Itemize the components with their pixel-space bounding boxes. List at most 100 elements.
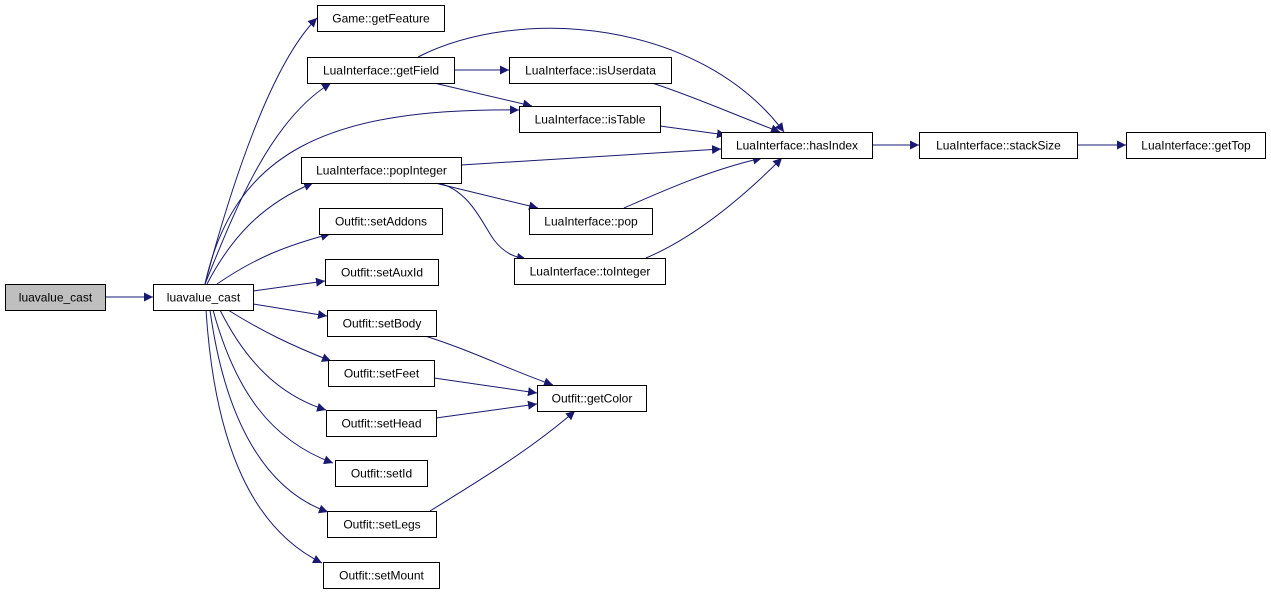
edge-arrow — [424, 335, 554, 387]
edge-popInteger-to-pop — [434, 182, 539, 211]
node-box — [301, 157, 462, 184]
node-label: Outfit::setMount — [339, 569, 424, 583]
edge-arrow — [219, 309, 327, 412]
edge-arrow — [645, 157, 783, 259]
edge-arrow — [460, 145, 722, 166]
node-label: Outfit::setAddons — [335, 215, 427, 229]
edge-isTable-to-hasIndex — [659, 125, 727, 139]
node-box — [328, 360, 435, 387]
node-box — [327, 310, 437, 337]
node-getField[interactable]: LuaInterface::getField — [307, 57, 455, 84]
node-popInteger[interactable]: LuaInterface::popInteger — [301, 157, 462, 184]
node-isUserdata[interactable]: LuaInterface::isUserdata — [509, 57, 672, 84]
node-gf[interactable]: Game::getFeature — [317, 5, 445, 32]
node-box — [317, 5, 445, 32]
edge-setFeet-to-getColor — [433, 377, 538, 397]
edge-arrow — [204, 105, 520, 285]
edge-arrow — [205, 309, 323, 564]
edge-getField-to-isTable — [433, 82, 533, 109]
edge-lvc-to-getField — [204, 82, 332, 285]
node-setAddons[interactable]: Outfit::setAddons — [319, 208, 443, 235]
node-hasIndex[interactable]: LuaInterface::hasIndex — [721, 132, 873, 159]
node-label: LuaInterface::pop — [544, 215, 638, 229]
node-label: LuaInterface::getTop — [1141, 139, 1251, 153]
edge-arrow — [429, 410, 576, 512]
node-label: Outfit::setFeet — [344, 367, 420, 381]
edge-arrow — [212, 309, 334, 465]
node-toInteger[interactable]: LuaInterface::toInteger — [514, 258, 666, 285]
node-setFeet[interactable]: Outfit::setFeet — [328, 360, 435, 387]
node-setBody[interactable]: Outfit::setBody — [327, 310, 437, 337]
node-stackSize[interactable]: LuaInterface::stackSize — [919, 132, 1078, 159]
node-label: LuaInterface::stackSize — [936, 139, 1061, 153]
node-label: Outfit::setId — [351, 467, 412, 481]
node-box — [1126, 132, 1266, 159]
edge-arrow — [433, 377, 538, 397]
node-box — [325, 259, 439, 286]
edge-getField-to-hasIndex — [417, 27, 785, 133]
node-lvc[interactable]: luavalue_cast — [153, 284, 254, 311]
node-label: LuaInterface::popInteger — [316, 164, 447, 178]
edge-lvc-to-setHead — [219, 309, 327, 412]
node-label: Outfit::getColor — [552, 392, 633, 406]
node-label: luavalue_cast — [19, 291, 93, 305]
edge-arrow — [227, 309, 332, 362]
edge-lvc-to-setFeet — [227, 309, 332, 362]
edge-arrow — [433, 82, 533, 109]
edge-arrow — [434, 182, 539, 211]
node-pop[interactable]: LuaInterface::pop — [529, 208, 653, 235]
edge-lvc-to-setId — [212, 309, 334, 465]
node-getTop[interactable]: LuaInterface::getTop — [1126, 132, 1266, 159]
edge-pop-to-hasIndex — [623, 155, 763, 209]
edge-lvc-to-setLegs — [209, 309, 329, 514]
edge-setBody-to-getColor — [424, 335, 554, 387]
edge-arrow — [435, 400, 538, 419]
node-setLegs[interactable]: Outfit::setLegs — [327, 511, 437, 538]
edge-lvc-to-popInteger — [206, 182, 314, 285]
node-label: Outfit::setLegs — [343, 518, 420, 532]
nodes: luavalue_cast luavalue_cast Game::getFeatu… — [5, 5, 1266, 589]
edge-popInteger-to-toInteger — [437, 182, 527, 262]
node-label: LuaInterface::isUserdata — [525, 64, 656, 78]
node-box — [335, 460, 428, 487]
edge-toInteger-to-hasIndex — [645, 157, 783, 259]
edge-lvc-to-isTable — [204, 105, 520, 285]
node-box — [509, 57, 672, 84]
node-box — [153, 284, 254, 311]
node-box — [323, 562, 440, 589]
edge-arrow — [437, 182, 527, 262]
edge-popInteger-to-hasIndex — [460, 145, 722, 166]
node-label: Outfit::setBody — [343, 317, 422, 331]
edge-lvc-to-setMount — [205, 309, 323, 564]
edge-arrow — [659, 125, 727, 139]
node-isTable[interactable]: LuaInterface::isTable — [519, 106, 661, 133]
node-label: LuaInterface::toInteger — [530, 265, 651, 279]
node-setMount[interactable]: Outfit::setMount — [323, 562, 440, 589]
edge-arrow — [252, 303, 328, 320]
node-setAuxId[interactable]: Outfit::setAuxId — [325, 259, 439, 286]
node-box — [307, 57, 455, 84]
node-box — [514, 258, 666, 285]
node-setHead[interactable]: Outfit::setHead — [326, 410, 437, 437]
node-label: Outfit::setHead — [341, 417, 421, 431]
node-label: Outfit::setAuxId — [341, 266, 423, 280]
node-label: LuaInterface::isTable — [535, 113, 646, 127]
node-box — [919, 132, 1078, 159]
node-label: LuaInterface::hasIndex — [736, 139, 858, 153]
edge-arrow — [209, 309, 329, 514]
edge-arrow — [623, 155, 763, 209]
edge-lvc-to-gf — [204, 17, 318, 285]
edge-isUserdata-to-hasIndex — [651, 82, 781, 134]
node-setId[interactable]: Outfit::setId — [335, 460, 428, 487]
node-box — [326, 410, 437, 437]
edge-arrow — [204, 82, 332, 285]
edges — [105, 17, 1126, 564]
node-getColor[interactable]: Outfit::getColor — [537, 385, 647, 412]
edge-setLegs-to-getColor — [429, 410, 576, 512]
node-box — [537, 385, 647, 412]
edge-arrow — [417, 27, 785, 133]
edge-lvc-to-setAuxId — [252, 277, 326, 292]
node-root: luavalue_cast — [5, 284, 106, 311]
node-label: Game::getFeature — [332, 12, 430, 26]
